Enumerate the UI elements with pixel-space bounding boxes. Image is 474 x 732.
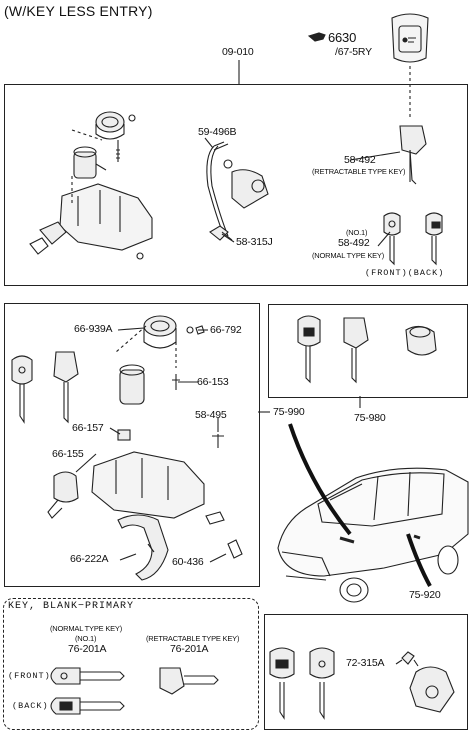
callout-58-495: 58-495 [195,409,227,421]
pointing-hand-icon [307,32,326,42]
callout-58-492-retract: 58-492 [344,154,376,166]
no1-label: (NO.1) [346,228,368,237]
key-set-box [268,304,468,398]
page-title: (W/KEY LESS ENTRY) [4,3,153,19]
front-back-label: (FRONT)(BACK) [365,268,445,278]
lock-set-keys-icon [11,351,79,424]
retractable-type-label: (RETRACTABLE TYPE KEY) [312,167,406,176]
lock-set-parts-icon [47,315,243,581]
key-blank-normal-code: 76-201A [68,643,107,655]
callout-66-157: 66-157 [72,422,104,434]
callout-66-792: 66-792 [210,324,242,336]
normal-key-back-icon [425,212,443,266]
key-blank-retract-type: (RETRACTABLE TYPE KEY) [146,634,240,643]
callout-72-315a: 72-315A [346,657,385,669]
door-lock-box [264,614,468,730]
retractable-key-icon [399,125,427,185]
keyless-fob-icon [391,13,429,63]
callout-75-980: 75-980 [354,412,386,424]
ref-code-67-5ry: /67-5RY [335,46,372,58]
key-set-icons [297,315,437,384]
key-blank-retractable-icon [159,667,219,695]
key-blank-back-icon [50,697,125,715]
key-blank-normal-type: (NORMAL TYPE KEY) [50,624,123,633]
door-keys-icon [269,647,335,720]
car-illustration-icon [277,467,469,603]
key-blank-no1: (NO.1) [75,634,97,643]
callout-66-939a: 66-939A [74,323,113,335]
callout-66-153: 66-153 [197,376,229,388]
normal-type-label: (NORMAL TYPE KEY) [312,251,385,260]
callout-60-436: 60-436 [172,556,204,568]
callout-66-155: 66-155 [52,448,84,460]
callout-75-920: 75-920 [409,589,441,601]
key-blank-back-label: (BACK) [12,701,49,711]
key-blank-box [3,598,259,730]
callout-58-315j: 58-315J [236,236,273,248]
key-blank-front-label: (FRONT) [8,671,51,681]
key-blank-front-icon [50,667,125,685]
lock-set-box [4,303,260,587]
normal-key-front-icon [383,212,401,266]
callout-09-010: 09-010 [222,46,254,58]
callout-75-990: 75-990 [273,406,305,418]
door-lock-cylinder-icon [401,651,455,713]
door-lock-rod-icon [204,137,269,241]
main-assembly-box [4,84,468,286]
key-blank-title: KEY, BLANK−PRIMARY [8,601,135,612]
ref-code-6630: 6630 [328,30,357,45]
key-blank-retract-code: 76-201A [170,643,209,655]
ignition-switch-assembly-icon [29,111,153,260]
callout-58-492-normal: 58-492 [338,237,370,249]
callout-59-496b: 59-496B [198,126,237,138]
callout-66-222a: 66-222A [70,553,109,565]
